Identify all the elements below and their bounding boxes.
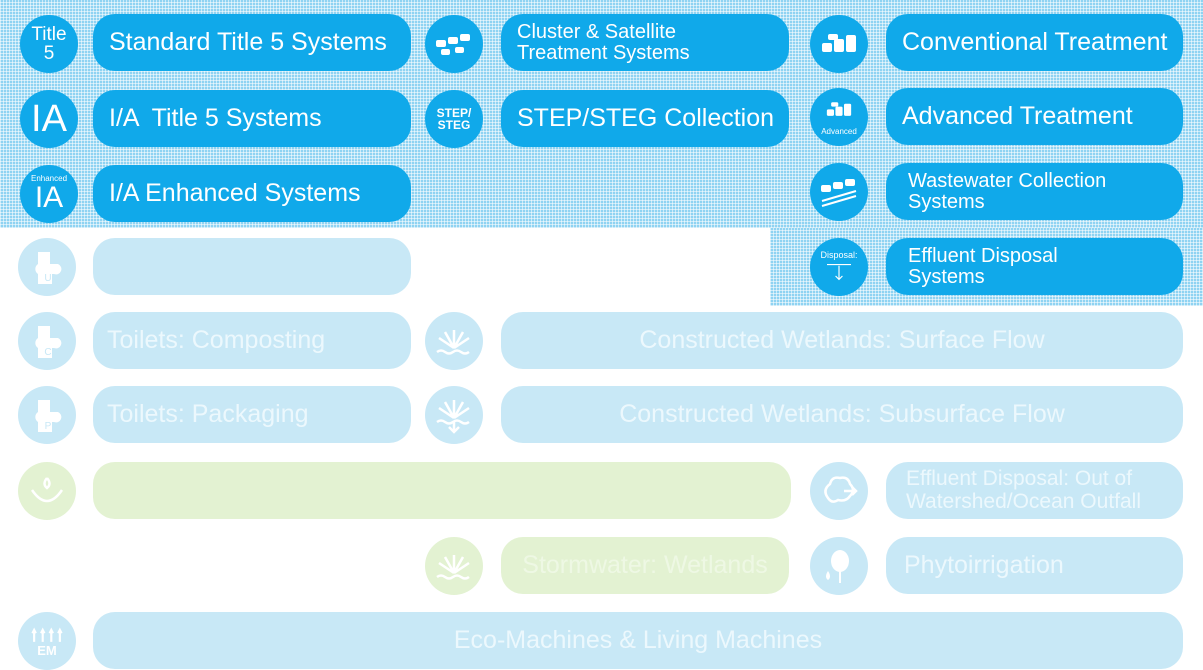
effluent-disposal-button[interactable]: Effluent Disposal Systems — [886, 238, 1183, 295]
conventional-treatment-button[interactable]: Conventional Treatment — [886, 14, 1183, 71]
title5-icon: Title 5 — [20, 15, 78, 73]
ia-title5-label: I/A Title 5 Systems — [109, 104, 322, 133]
toilets-composting-label: Toilets: Composting — [107, 326, 326, 355]
toilets-urine-button[interactable] — [93, 238, 411, 295]
wetlands-subsurface-label: Constructed Wetlands: Subsurface Flow — [619, 400, 1065, 429]
effluent-out-label: Effluent Disposal: Out of Watershed/Ocea… — [906, 467, 1141, 513]
phytoirrigation-icon — [810, 537, 868, 595]
advanced-treatment-label: Advanced Treatment — [902, 102, 1133, 131]
ia-enhanced-button[interactable]: I/A Enhanced Systems — [93, 165, 411, 222]
stormwater-wetlands-button[interactable]: Stormwater: Wetlands — [501, 537, 789, 594]
effluent-disposal-label: Effluent Disposal Systems — [908, 244, 1058, 288]
cluster-tanks-icon — [425, 15, 483, 73]
standard-title5-label: Standard Title 5 Systems — [109, 28, 387, 57]
ia-title5-button[interactable]: I/A Title 5 Systems — [93, 90, 411, 147]
ocean-outfall-icon — [810, 462, 868, 520]
wetlands-surface-button[interactable]: Constructed Wetlands: Surface Flow — [501, 312, 1183, 369]
toilets-composting-button[interactable]: Toilets: Composting — [93, 312, 411, 369]
effluent-out-button[interactable]: Effluent Disposal: Out of Watershed/Ocea… — [886, 462, 1183, 519]
svg-text:C: C — [44, 347, 51, 358]
wastewater-collection-label: Wastewater Collection Systems — [908, 169, 1107, 213]
wastewater-collection-button[interactable]: Wastewater Collection Systems — [886, 163, 1183, 220]
wetlands-subsurface-button[interactable]: Constructed Wetlands: Subsurface Flow — [501, 386, 1183, 443]
step-steg-label: STEP/STEG Collection — [517, 104, 775, 133]
stormwater-infiltration-button[interactable] — [93, 462, 791, 519]
advanced-treatment-button[interactable]: Advanced Treatment — [886, 88, 1183, 145]
cluster-satellite-button[interactable]: Cluster & Satellite Treatment Systems — [501, 14, 789, 71]
step-steg-button[interactable]: STEP/STEG Collection — [501, 90, 789, 147]
stormwater-wetlands-label: Stormwater: Wetlands — [522, 551, 768, 580]
wetland-surface-icon — [425, 312, 483, 370]
svg-text:U: U — [44, 273, 51, 284]
stormwater-infiltration-icon — [18, 462, 76, 520]
wetlands-surface-label: Constructed Wetlands: Surface Flow — [639, 326, 1045, 355]
toilets-packaging-label: Toilets: Packaging — [107, 400, 309, 429]
phytoirrigation-label: Phytoirrigation — [904, 551, 1064, 580]
advanced-treatment-icon: Advanced — [810, 88, 868, 146]
step-steg-icon: STEP/ STEG — [425, 90, 483, 148]
toilet-u-icon: U — [18, 238, 76, 296]
wastewater-collection-icon — [810, 163, 868, 221]
effluent-disposal-icon: Disposal: — [810, 238, 868, 296]
eco-machines-icon: EM — [18, 612, 76, 670]
conventional-treatment-icon — [810, 15, 868, 73]
toilets-packaging-button[interactable]: Toilets: Packaging — [93, 386, 411, 443]
standard-title5-button[interactable]: Standard Title 5 Systems — [93, 14, 411, 71]
eco-machines-label: Eco-Machines & Living Machines — [453, 626, 823, 655]
stormwater-wetlands-icon — [425, 537, 483, 595]
ia-enhanced-icon: Enhanced IA — [20, 165, 78, 223]
cluster-satellite-label: Cluster & Satellite Treatment Systems — [517, 20, 690, 64]
phytoirrigation-button[interactable]: Phytoirrigation — [886, 537, 1183, 594]
toilet-c-icon: C — [18, 312, 76, 370]
conventional-treatment-label: Conventional Treatment — [902, 28, 1168, 57]
toilet-p-icon: P — [18, 386, 76, 444]
svg-text:P: P — [45, 421, 52, 432]
ia-icon: IA — [20, 90, 78, 148]
wetland-subsurface-icon — [425, 386, 483, 444]
ia-enhanced-label: I/A Enhanced Systems — [109, 179, 361, 208]
eco-machines-button[interactable]: Eco-Machines & Living Machines — [93, 612, 1183, 669]
